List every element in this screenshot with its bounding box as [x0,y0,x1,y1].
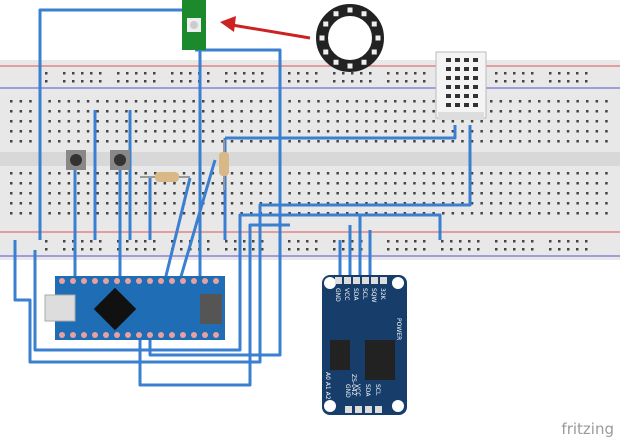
rtc-address-label: A0 A1 A2 [324,372,331,400]
rtc-bottom-pin-label: SDA [364,384,371,397]
push-button-2 [110,150,130,170]
breadboard [0,60,620,260]
led-ring [316,4,384,72]
ws2812-led-module [182,0,206,50]
dht22-sensor [435,51,487,120]
rtc-top-pin-label: SCL [361,288,368,300]
fritzing-logo: fritzing [561,420,614,438]
rtc-top-pin-label: SQW [370,288,377,303]
wires [13,8,472,387]
arduino-nano [44,276,225,340]
push-button-1 [66,150,86,170]
rtc-bottom-pin-label: GND [344,384,351,398]
arrow-icon [220,16,311,40]
rtc-top-pin-label: GND [334,288,341,302]
rtc-top-pin-label: VCC [343,288,350,300]
rtc-top-pin-label: 32K [379,288,386,301]
rtc-model-label: ZS-042 [350,374,357,396]
rtc-top-pin-label: SDA [352,288,359,301]
rtc-bottom-pin-label: VCC [354,384,361,396]
rtc-bottom-pin-label: SCL [374,384,381,396]
resistor-2 [219,140,229,190]
rtc-power-label: POWER [395,318,402,340]
resistor-1 [140,172,190,182]
